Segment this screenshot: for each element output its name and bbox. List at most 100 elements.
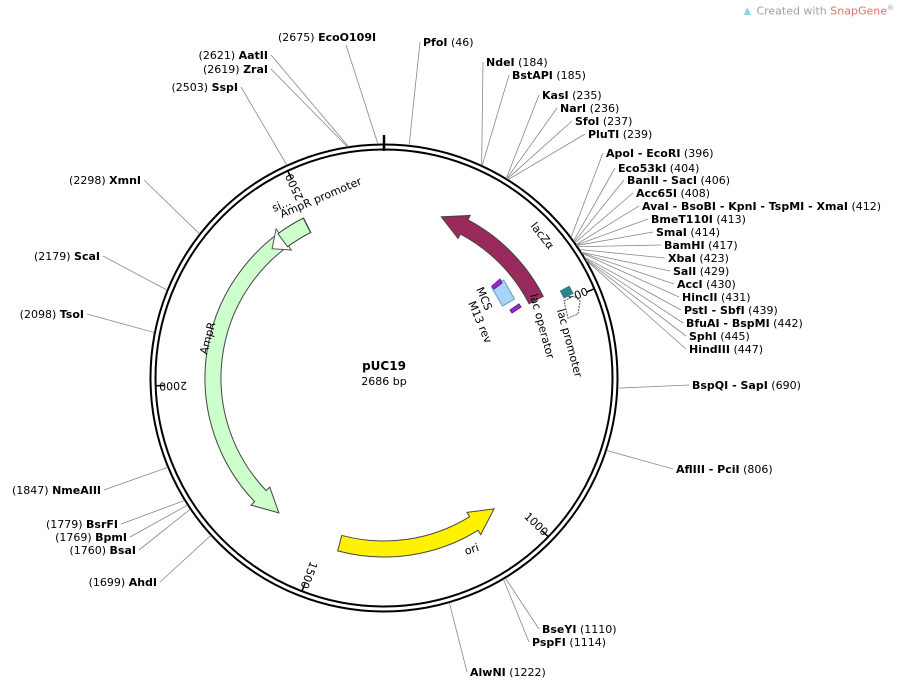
site-label: NdeI (184) [486,56,548,69]
site-leader-line [506,107,558,179]
restriction-site[interactable]: AflIII - PciI (806) [606,450,773,476]
restriction-site[interactable]: (2619) ZraI [203,63,348,148]
site-label: AlwNI (1222) [470,666,546,679]
restriction-site[interactable]: BanII - SacI (406) [573,174,730,243]
site-label: BmeT110I (413) [651,213,746,226]
site-name: TsoI [60,308,84,321]
restriction-site[interactable]: BfuAI - BspMI (442) [584,257,803,330]
site-leader-line [138,508,191,551]
site-name: BspQI - SapI [692,379,768,392]
restriction-site[interactable]: ApoI - EcoRI (396) [570,147,714,238]
site-leader-line [570,152,604,238]
restriction-site[interactable]: (1779) BsrFI [46,500,185,531]
restriction-site[interactable]: PstI - SbfI (439) [584,256,778,317]
tick-mark [586,288,595,293]
site-position: (1847) [12,484,52,497]
restriction-site[interactable]: HincII (431) [581,252,751,304]
site-position: (447) [730,343,763,356]
site-name: BpmI [95,531,127,544]
site-label: (2621) AatII [199,49,268,62]
site-leader-line [581,251,671,272]
site-name: BseYI [542,623,576,636]
restriction-site[interactable]: KasI (235) [505,89,602,179]
site-name: AflIII - PciI [676,463,740,476]
restriction-site[interactable]: PspFI (1114) [503,579,606,649]
restriction-site[interactable]: (2298) XmnI [69,174,200,235]
restriction-site[interactable]: (1699) AhdI [89,535,212,589]
restriction-site[interactable]: NdeI (184) [481,56,548,166]
site-leader-line [573,179,625,243]
restriction-site[interactable]: AvaI - BsoBI - KpnI - TspMI - XmaI (412) [575,200,881,245]
site-position: (2675) [278,31,318,44]
site-position: (423) [696,252,729,265]
snapgene-credit: Created with SnapGene® [743,4,894,18]
site-label: AflIII - PciI (806) [676,463,773,476]
site-label: HincII (431) [682,291,751,304]
feature-lac-promoter[interactable]: lac promoter [554,295,585,379]
site-name: PspFI [532,636,566,649]
site-leader-line [481,61,484,166]
site-label: KasI (235) [542,89,602,102]
restriction-site[interactable]: SmaI (414) [576,226,720,246]
restriction-site[interactable]: HindIII (447) [586,260,763,356]
restriction-site[interactable]: (1760) BsaI [69,508,191,557]
restriction-site[interactable]: SphI (445) [585,259,750,343]
site-leader-line [579,249,666,259]
restriction-site[interactable]: PfoI (46) [408,36,474,146]
restriction-site[interactable]: (2503) SspI [171,81,288,166]
site-name: NdeI [486,56,515,69]
restriction-site[interactable]: (1847) NmeAIII [12,466,168,497]
site-name: AvaI - BsoBI - KpnI - TspMI - XmaI [642,200,848,213]
site-label: PspFI (1114) [532,636,606,649]
site-name: PstI - SbfI [684,304,745,317]
restriction-site[interactable]: (1769) BpmI [55,504,188,544]
restriction-site[interactable]: BamHI (417) [577,239,738,252]
restriction-site[interactable]: BstAPI (185) [481,69,586,166]
site-position: (408) [677,187,710,200]
site-label: (1847) NmeAIII [12,484,101,497]
restriction-site[interactable]: BmeT110I (413) [576,213,746,246]
site-label: BstAPI (185) [512,69,586,82]
restriction-site[interactable]: SfoI (237) [506,115,632,180]
site-position: (430) [703,278,736,291]
plasmid-center: pUC19 2686 bp [361,359,406,388]
restriction-site[interactable]: XbaI (423) [579,249,729,265]
restriction-site[interactable]: (2675) EcoO109I [278,31,379,145]
site-position: (2179) [34,250,74,263]
site-position: (414) [687,226,720,239]
site-name: SmaI [656,226,687,239]
site-leader-line [575,205,640,245]
feature-ori[interactable]: ori [337,508,495,558]
restriction-site[interactable]: BseYI (1110) [504,577,617,636]
site-position: (396) [680,147,713,160]
restriction-site[interactable]: (2621) AatII [199,49,349,147]
tick-mark [287,170,292,179]
site-label: (1760) BsaI [69,544,136,557]
site-position: (417) [705,239,738,252]
feature-ampr[interactable]: AmpR [197,217,312,514]
site-name: BamHI [664,239,705,252]
site-name: BsrFI [86,518,118,531]
site-leader-line [584,257,684,324]
feature-shape [440,214,544,305]
restriction-site[interactable]: AccI (430) [581,252,736,291]
site-label: SfoI (237) [575,115,632,128]
restriction-site[interactable]: AlwNI (1222) [448,602,546,679]
restriction-site[interactable]: NarI (236) [506,102,620,179]
site-name: PfoI [423,36,448,49]
restriction-site[interactable]: SalI (429) [581,251,729,278]
restriction-site[interactable]: BspQI - SapI (690) [617,379,801,392]
site-label: PstI - SbfI (439) [684,304,778,317]
restriction-site[interactable]: (2098) TsoI [20,308,155,333]
site-position: (2621) [199,49,239,62]
restriction-site[interactable]: Eco53kI (404) [573,162,700,242]
restriction-site[interactable]: PluTI (239) [507,128,652,180]
site-leader-line [481,74,510,166]
site-name: SphI [689,330,717,343]
site-leader-line [507,133,586,180]
site-name: AccI [677,278,703,291]
restriction-site[interactable]: Acc65I (408) [574,187,710,244]
site-label: Eco53kI (404) [618,162,699,175]
restriction-site[interactable]: (2179) ScaI [34,250,168,291]
credit-mark: ® [887,4,894,12]
